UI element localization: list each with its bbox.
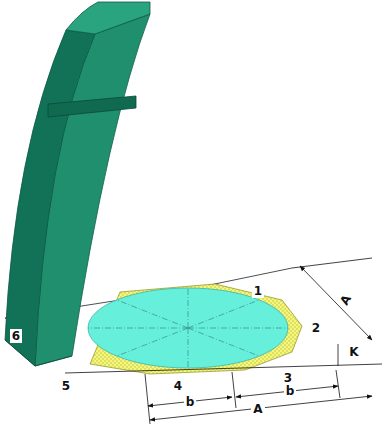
dimension-label: A: [251, 402, 264, 416]
radial-lines: [88, 288, 288, 368]
callout-number: 2: [310, 321, 322, 335]
base-disc: [88, 288, 288, 368]
callout-number: 3: [282, 371, 294, 385]
callout-number: 1: [252, 284, 264, 298]
extension-line: [232, 372, 236, 408]
dimension-label: K: [347, 345, 360, 359]
extension-line: [338, 344, 339, 366]
base-line: [65, 364, 382, 373]
dimension-line: [150, 396, 372, 420]
dimension-label: b: [284, 384, 297, 398]
callout-number: 5: [60, 379, 72, 393]
extension-line: [336, 370, 340, 398]
dimension-lines: [65, 258, 382, 424]
dimension-label: b: [184, 395, 197, 409]
callout-number: 6: [10, 329, 22, 343]
dimension-label: A: [337, 291, 356, 310]
grid-line: [205, 268, 292, 286]
extension-line: [145, 374, 150, 424]
curved-column: [5, 2, 150, 366]
dimension-line: [300, 266, 372, 340]
callout-number: 4: [172, 379, 184, 393]
extension-line: [292, 258, 372, 268]
